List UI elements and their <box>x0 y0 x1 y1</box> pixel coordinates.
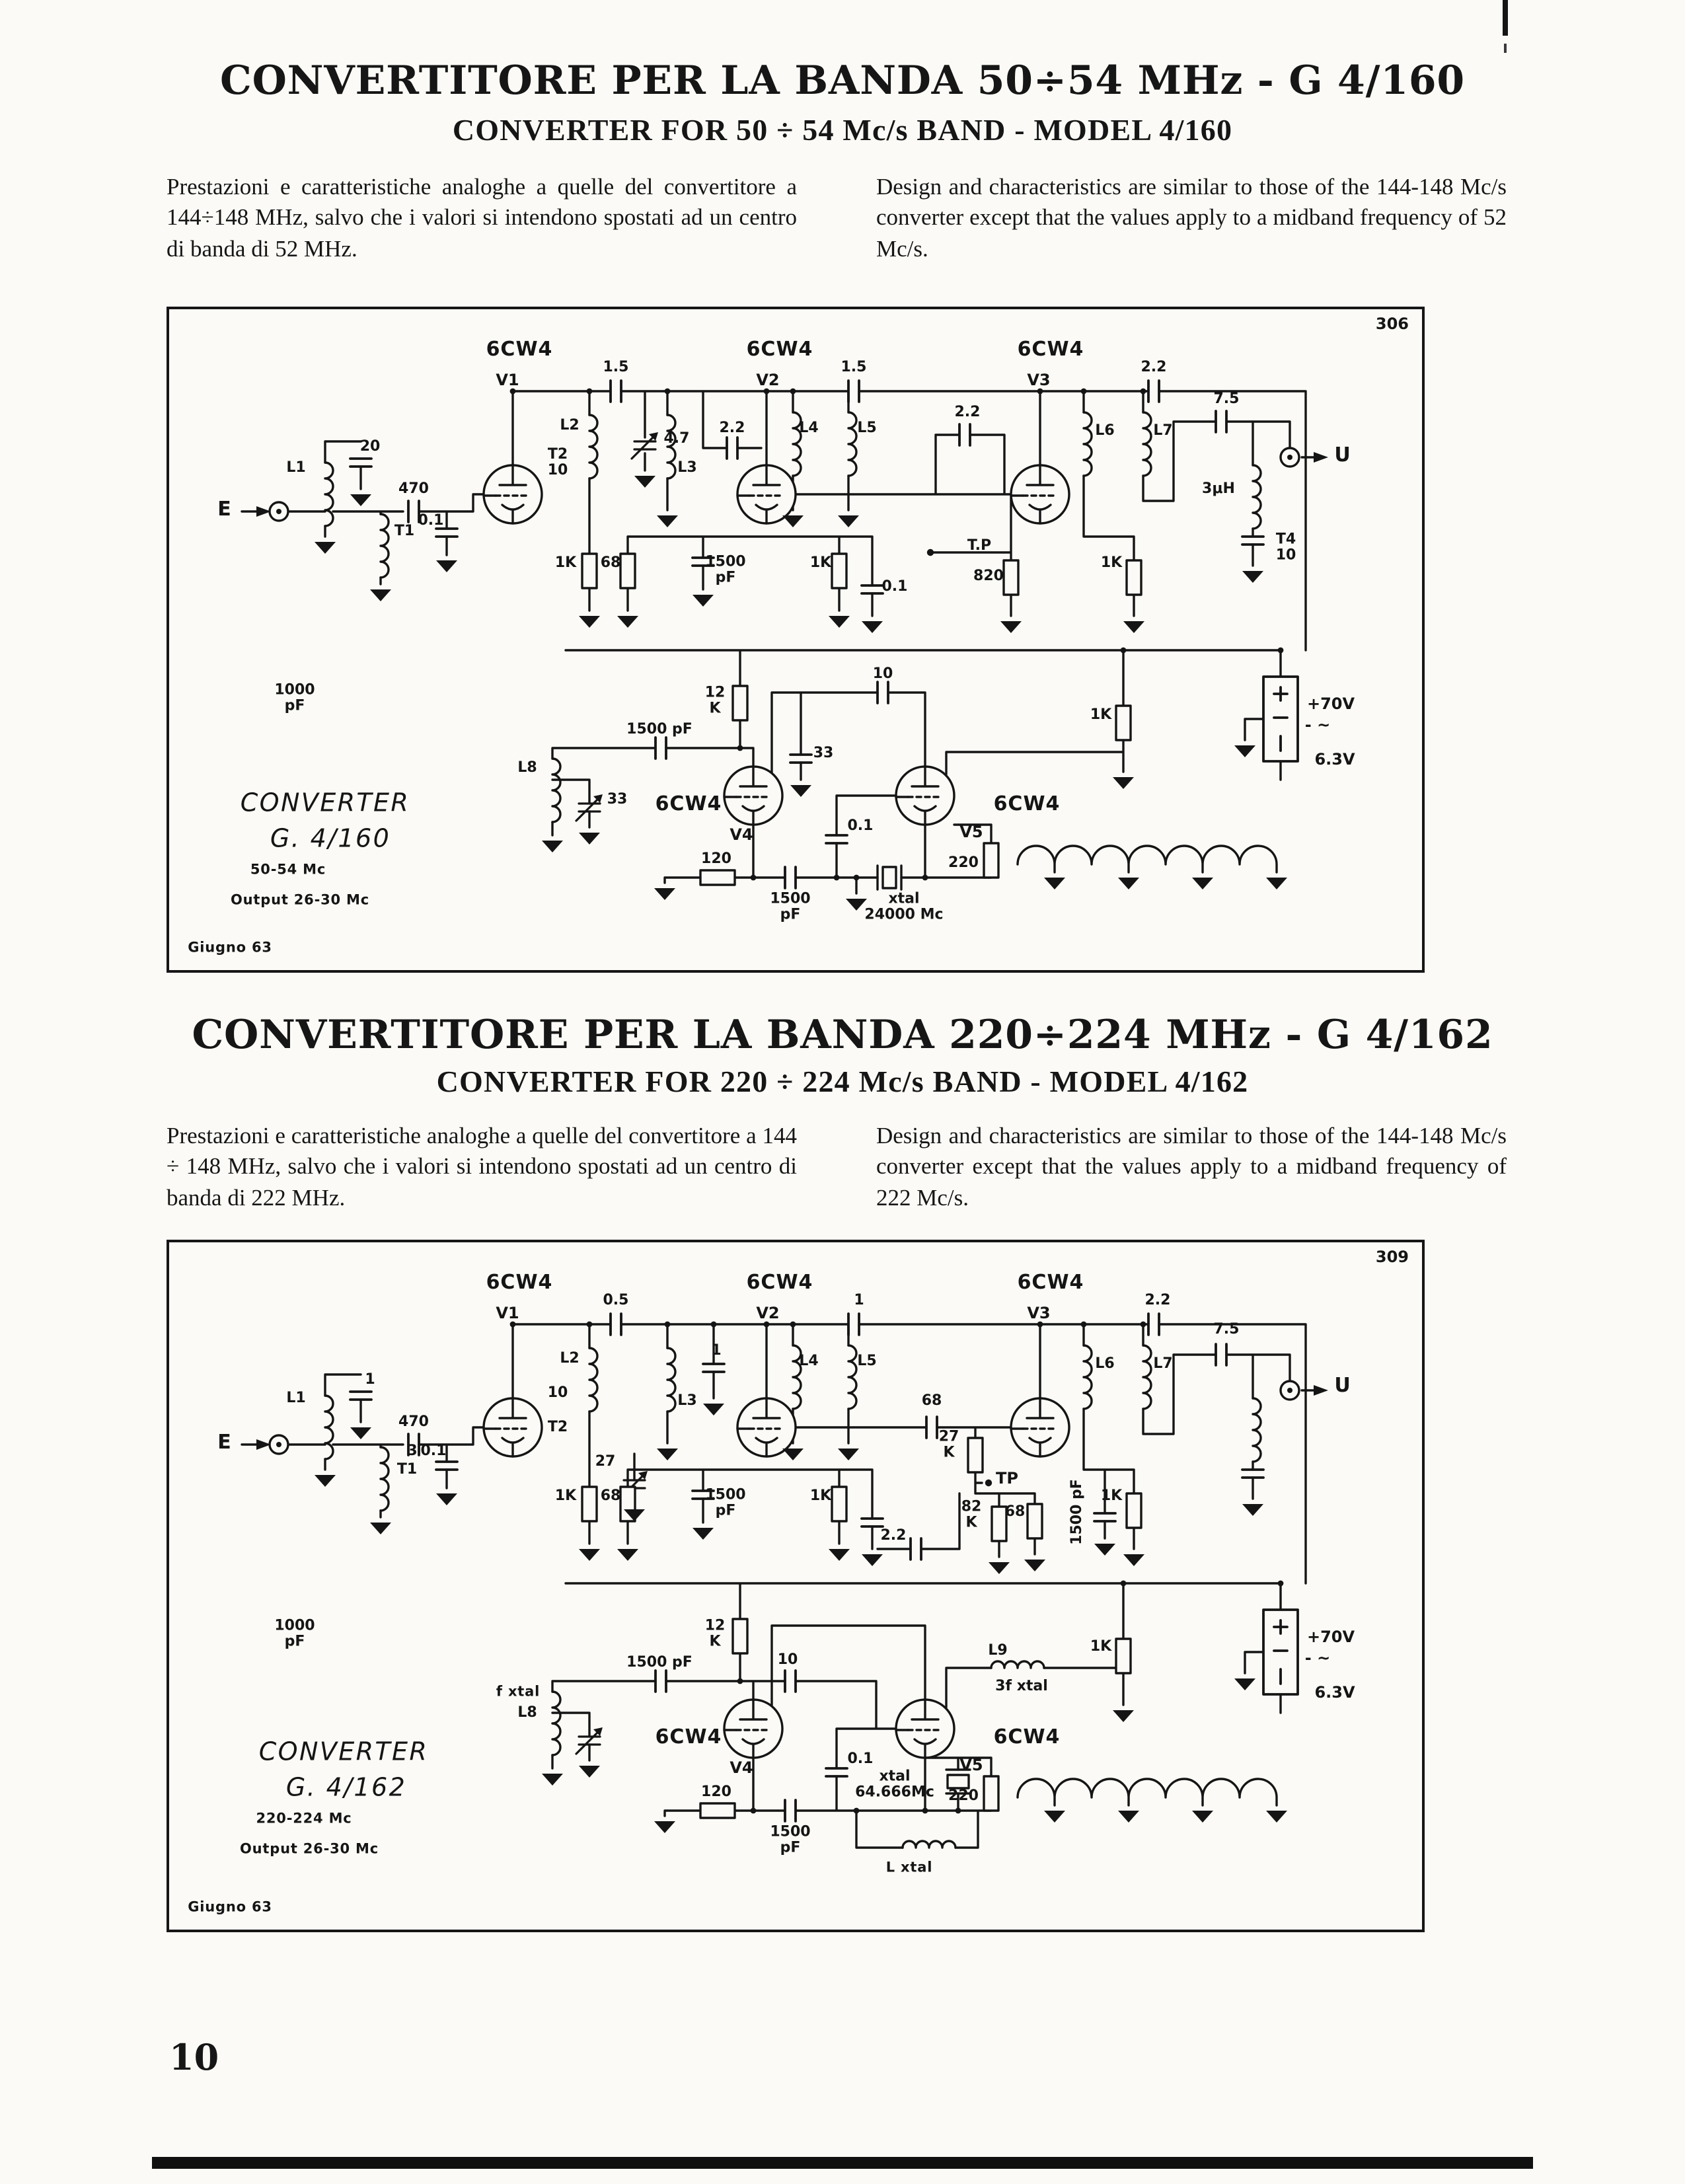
figure-number: 306 <box>1375 315 1409 333</box>
page-number: 10 <box>169 2038 219 2079</box>
schematic-g4-162-drawing <box>241 1312 1328 1849</box>
section2-title: CONVERTITORE PER LA BANDA 220÷224 MHz - … <box>192 1012 1493 1059</box>
scan-artifact <box>1503 0 1508 36</box>
section1-subtitle: CONVERTER FOR 50 ÷ 54 Mc/s BAND - MODEL … <box>452 114 1233 147</box>
section1-title: CONVERTITORE PER LA BANDA 50÷54 MHz - G … <box>220 58 1465 104</box>
bottom-scan-bar <box>152 2157 1533 2169</box>
section1-paragraph-english: Design and characteristics are similar t… <box>876 173 1507 262</box>
section1-text: Prestazioni e caratteristiche analoghe a… <box>167 172 1507 264</box>
section2-paragraph-english: Design and characteristics are similar t… <box>876 1122 1507 1211</box>
section2-paragraph-italian: Prestazioni e caratteristiche analoghe a… <box>167 1122 797 1211</box>
figure-number: 309 <box>1375 1248 1409 1266</box>
section2-text: Prestazioni e caratteristiche analoghe a… <box>167 1121 1507 1213</box>
schematic-g4-160-drawing <box>241 379 1328 912</box>
scan-artifact <box>1504 44 1507 53</box>
section1-paragraph-italian: Prestazioni e caratteristiche analoghe a… <box>167 173 797 262</box>
section2-subtitle: CONVERTER FOR 220 ÷ 224 Mc/s BAND - MODE… <box>436 1065 1249 1098</box>
